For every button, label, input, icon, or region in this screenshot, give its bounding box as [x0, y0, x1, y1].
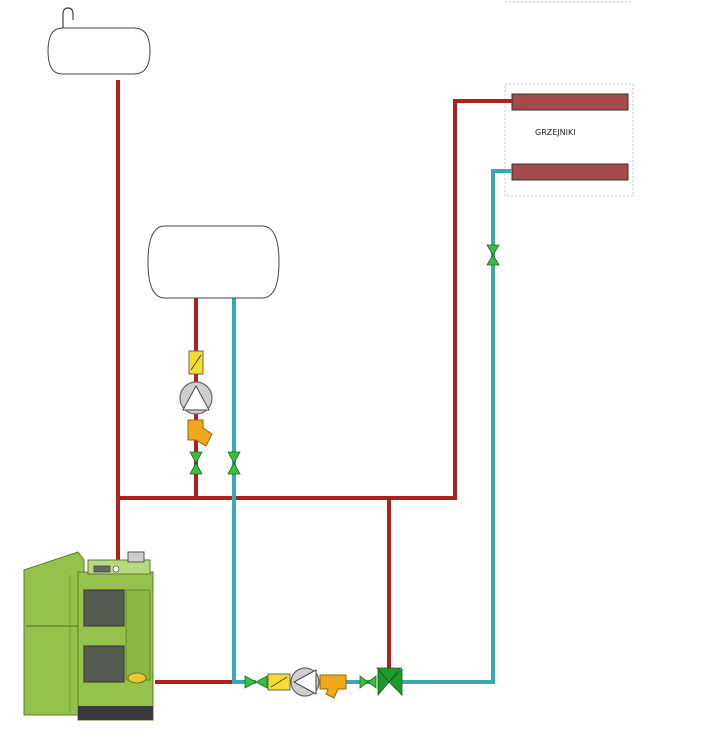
boiler-door-lower	[83, 645, 125, 683]
lower-pump-group	[244, 667, 377, 699]
vent-pipe-icon	[62, 7, 74, 28]
boiler-door-upper	[83, 589, 125, 627]
expansion-tank	[47, 7, 151, 75]
pump-arrow	[182, 384, 210, 411]
ball-valve-icon	[367, 675, 377, 689]
storage-tank	[147, 225, 280, 299]
check-valve-mark	[190, 354, 202, 371]
upper-pump-branch	[179, 350, 213, 475]
boiler-icon	[23, 551, 154, 721]
radiator-icon	[511, 93, 629, 111]
boiler-controller	[93, 565, 111, 573]
boiler-badge	[127, 672, 147, 684]
mixing-valve	[376, 667, 403, 697]
tank-return-line	[232, 298, 256, 684]
expansion-tank-icon	[47, 27, 151, 75]
boiler-hopper	[23, 551, 85, 716]
boiler	[23, 551, 154, 721]
boiler-panel	[125, 589, 151, 681]
supply-pipes	[116, 80, 512, 684]
check-valve-mark	[270, 676, 288, 688]
ball-valve-icon	[255, 675, 268, 689]
three-way-mixing-valve-top	[376, 667, 402, 683]
three-way-mixing-valve-right	[388, 668, 403, 696]
ball-valve-icon	[189, 451, 203, 464]
ball-valve-icon	[244, 675, 257, 689]
supply-main	[116, 99, 512, 500]
ball-valve-icon	[486, 254, 500, 266]
radiator-return-line	[402, 169, 512, 684]
boiler-base	[78, 706, 153, 720]
filter-icon	[319, 674, 347, 699]
tank-return-valve	[227, 451, 241, 475]
ball-valve-icon	[359, 675, 369, 689]
ball-valve-icon	[486, 244, 500, 256]
ball-valve-icon	[227, 451, 241, 464]
boiler-chimney-stub	[127, 551, 145, 563]
radiators-label: GRZEJNIKI	[535, 128, 576, 137]
ball-valve-icon	[227, 462, 241, 475]
boiler-gauge	[112, 565, 120, 573]
radiators-group: GRZEJNIKI	[504, 1, 634, 197]
radiator-return-valve	[486, 244, 500, 266]
pump-arrow	[292, 669, 317, 695]
radiator-icon	[511, 163, 629, 181]
ball-valve-icon	[189, 462, 203, 475]
filter-icon	[187, 419, 213, 447]
radiators-frame	[504, 83, 634, 197]
storage-tank-icon	[147, 225, 280, 299]
